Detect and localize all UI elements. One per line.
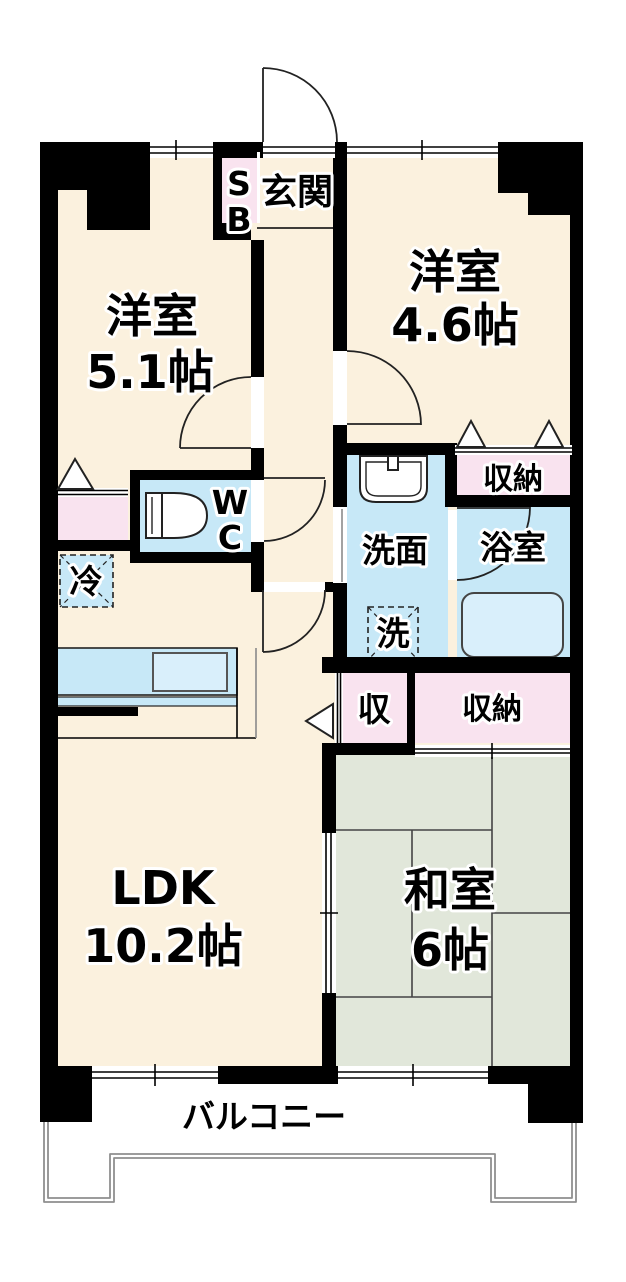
bathroom-label: 浴室 [480, 528, 546, 567]
closet-western1-track [58, 488, 128, 497]
ldk-door-opening [264, 582, 325, 592]
kitchen-sink-icon [152, 652, 228, 692]
labels: 洋室 5.1帖 洋室 4.6帖 LDK 10.2帖 和室 6帖 玄関 S B W… [67, 161, 550, 1139]
wc-door-opening [251, 480, 264, 542]
closet-hall-opening [335, 673, 343, 743]
fridge-label: 冷 [70, 562, 103, 601]
washer-label: 洗 [377, 614, 410, 653]
toilet-icon [145, 492, 209, 539]
wc-door-arc [263, 477, 326, 542]
japanese-name: 和室 [404, 863, 496, 917]
window [92, 1064, 218, 1086]
japanese-size: 6帖 [411, 923, 489, 977]
closet-right [455, 455, 572, 495]
ldk-name: LDK [111, 861, 216, 915]
entrance-opening [263, 142, 335, 158]
closet-western1 [58, 497, 128, 540]
western2-name: 洋室 [409, 245, 501, 299]
bathroom-door-opening [448, 510, 457, 580]
japanese-room-sliding-door [320, 833, 338, 993]
shoebox-label-bottom: B [226, 200, 251, 239]
closet-door-triangle [56, 457, 95, 490]
closet-mid-label: 収納 [462, 692, 522, 727]
refrigerator-icon [59, 554, 114, 608]
closet-hall [343, 673, 407, 743]
western1-door-opening [251, 377, 264, 448]
balcony-railing [43, 1122, 577, 1203]
window [150, 140, 213, 160]
window [347, 140, 498, 160]
wc-label-bottom: C [218, 518, 242, 557]
washer-icon [367, 606, 419, 661]
shoebox-label-top: S [227, 164, 251, 203]
washbasin-icon [359, 455, 428, 503]
shoebox-divider [257, 152, 260, 223]
closet-mid [415, 673, 572, 743]
ldk-size: 10.2帖 [83, 919, 243, 973]
entrance-door-arc [262, 67, 338, 143]
western2-door-arc [346, 350, 422, 426]
western1-size: 5.1帖 [86, 345, 214, 399]
kitchen-counter [56, 647, 257, 739]
closet-mid-sliding-door [415, 743, 570, 759]
washroom-sliding-door [333, 507, 347, 583]
washroom-label: 洗面 [362, 531, 428, 570]
japanese-room-tatami [335, 755, 570, 1066]
stove-icon [57, 707, 138, 716]
western2-size: 4.6帖 [391, 298, 519, 352]
closet-hall-label: 収 [358, 690, 392, 729]
ldk-door-arc [262, 589, 326, 653]
wc-label-top: W [212, 483, 248, 522]
bathroom-door-arc [456, 506, 531, 581]
closet-door-triangle [533, 418, 565, 448]
balcony-label: バルコニー [182, 1097, 346, 1136]
door-swings [179, 67, 531, 653]
windows-and-openings [58, 140, 572, 1086]
window [338, 1064, 488, 1086]
closet-door-chevron [304, 702, 334, 740]
shoe-box [222, 152, 257, 223]
closet-door-symbols [56, 418, 565, 740]
closet-door-triangle [455, 418, 487, 448]
western2-door-opening [333, 351, 347, 425]
western1-name: 洋室 [106, 289, 198, 343]
closet-right-label: 収納 [483, 462, 543, 497]
western1-door-arc [179, 376, 252, 449]
entrance-label: 玄関 [261, 172, 333, 213]
bathtub-icon [461, 592, 564, 658]
